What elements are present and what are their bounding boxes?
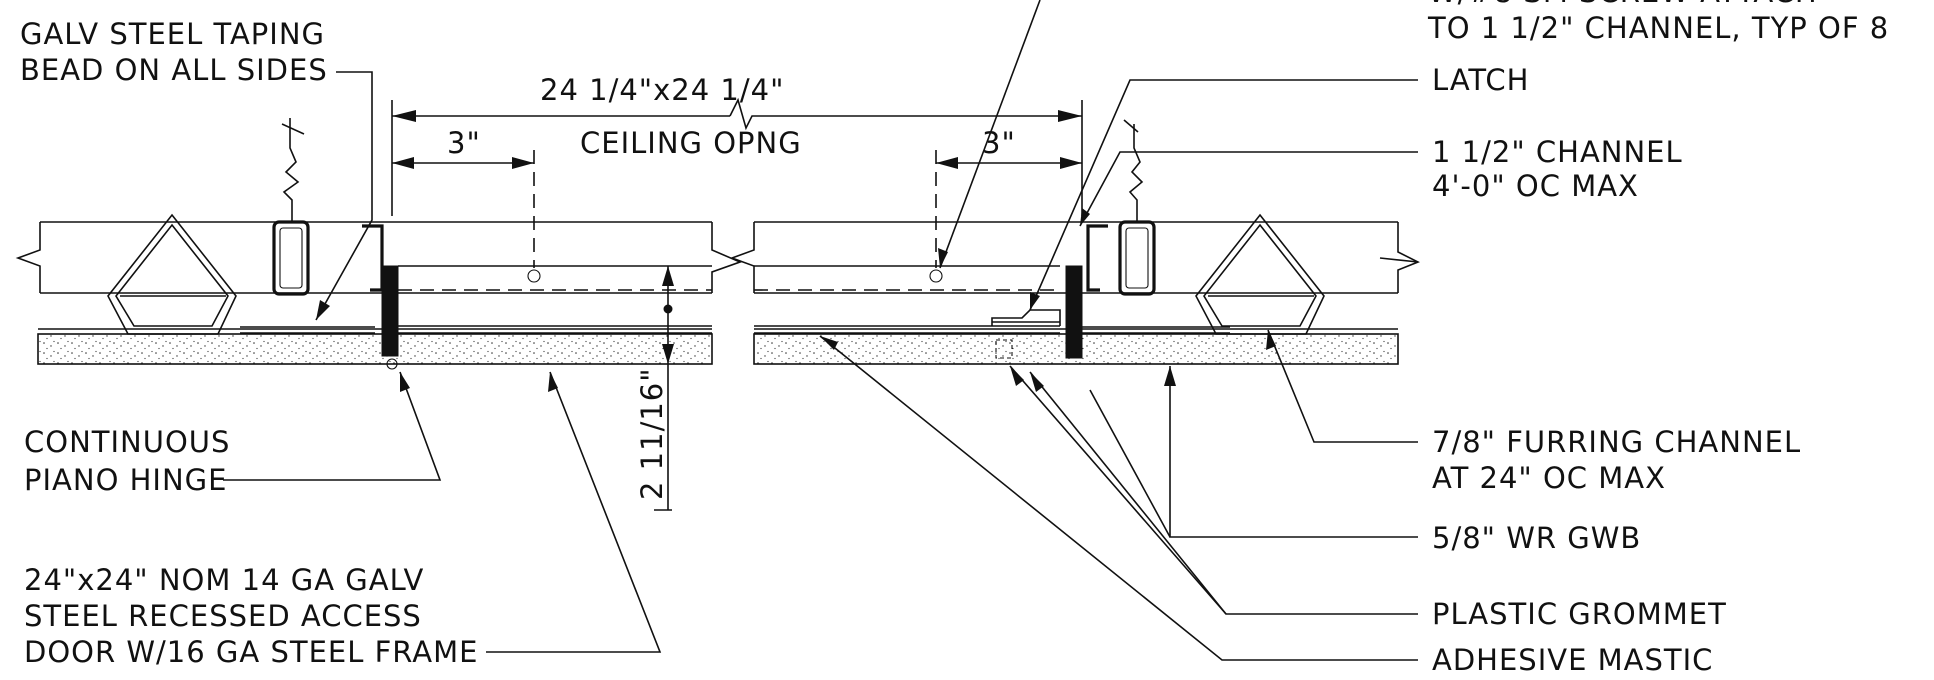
label-taping-bead-2: BEAD ON ALL SIDES [20, 53, 328, 87]
dimension-opening [392, 97, 1082, 131]
ceiling-assembly-right [729, 100, 1420, 365]
label-taping-bead-1: GALV STEEL TAPING [20, 17, 325, 51]
label-hinge-2: PIANO HINGE [24, 463, 227, 497]
dimension-3in-right [935, 0, 1082, 269]
labels: W/#8 SM SCREW ATTACH TO 1 1/2" CHANNEL, … [20, 0, 1889, 677]
dimension-depth [654, 266, 674, 511]
leader-lines [223, 71, 1418, 661]
label-hinge-1: CONTINUOUS [24, 425, 230, 459]
label-depth-dim: 2 11/16" [635, 367, 669, 500]
label-furring-2: AT 24" OC MAX [1432, 461, 1666, 495]
label-furring-1: 7/8" FURRING CHANNEL [1432, 425, 1801, 459]
label-mastic: ADHESIVE MASTIC [1432, 643, 1713, 677]
dimension-3in-left [392, 150, 535, 268]
label-channel-2: 4'-0" OC MAX [1432, 169, 1639, 203]
access-door-panel [398, 265, 712, 334]
label-door-1: 24"x24" NOM 14 GA GALV [24, 563, 424, 597]
label-dim-3-left: 3" [447, 126, 481, 160]
label-grommet: PLASTIC GROMMET [1432, 597, 1727, 631]
label-latch: LATCH [1432, 63, 1529, 97]
label-ceiling-opng: CEILING OPNG [580, 126, 802, 160]
label-dim-3-right: 3" [982, 126, 1016, 160]
label-gwb: 5/8" WR GWB [1432, 521, 1641, 555]
label-door-2: STEEL RECESSED ACCESS [24, 599, 422, 633]
label-opening-dim: 24 1/4"x24 1/4" [540, 73, 784, 107]
label-top-right-2: TO 1 1/2" CHANNEL, TYP OF 8 [1427, 11, 1889, 45]
label-door-3: DOOR W/16 GA STEEL FRAME [24, 635, 478, 669]
ceiling-assembly-left [15, 100, 743, 370]
label-channel-1: 1 1/2" CHANNEL [1432, 135, 1683, 169]
label-top-right-1: W/#8 SM SCREW ATTACH [1428, 0, 1818, 9]
